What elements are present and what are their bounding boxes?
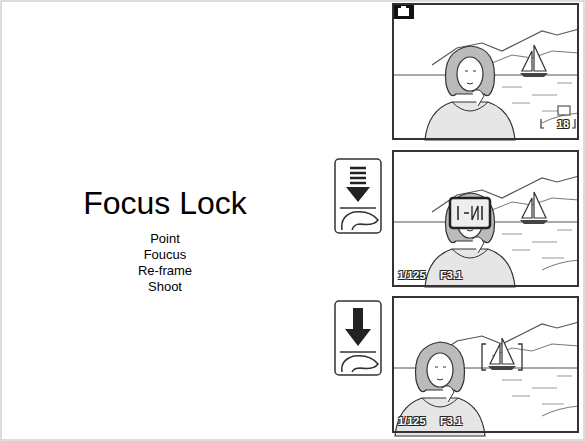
slide-title: Focus Lock bbox=[83, 187, 247, 219]
camera-screen bbox=[482, 344, 522, 370]
full-press-icon bbox=[340, 351, 376, 353]
half-press-icon bbox=[342, 212, 378, 230]
half-press-icon bbox=[335, 159, 381, 233]
camera-screen bbox=[425, 193, 515, 287]
camera-screen bbox=[392, 3, 579, 140]
half-press-icon bbox=[335, 159, 381, 233]
aperture-readout: F3.1 bbox=[440, 270, 462, 281]
camera-screen bbox=[393, 4, 578, 139]
camera-screen bbox=[450, 198, 490, 228]
camera-screen bbox=[392, 3, 414, 19]
camera-screen bbox=[392, 3, 579, 140]
half-press-icon bbox=[340, 207, 376, 209]
camera-screen bbox=[425, 46, 515, 140]
step-text: Foucus bbox=[144, 248, 187, 261]
camera-screen bbox=[393, 297, 578, 432]
shots-remaining: 18 bbox=[557, 119, 569, 130]
step-text: Point bbox=[150, 232, 180, 245]
half-press-icon bbox=[350, 168, 366, 183]
step-text: Shoot bbox=[148, 280, 182, 293]
camera-screen bbox=[393, 151, 578, 286]
camera-screen bbox=[401, 6, 406, 9]
full-press-icon bbox=[353, 308, 363, 330]
camera-screen bbox=[458, 206, 482, 220]
camera-screen bbox=[398, 8, 409, 16]
step-text: Re-frame bbox=[138, 264, 192, 277]
camera-screen bbox=[520, 45, 548, 77]
camera-screen bbox=[392, 296, 579, 436]
full-press-icon bbox=[335, 301, 381, 375]
half-press-icon bbox=[346, 187, 370, 202]
camera-screen bbox=[488, 338, 516, 370]
full-press-icon bbox=[335, 301, 381, 375]
camera-screen bbox=[395, 342, 485, 436]
camera-screen bbox=[392, 150, 579, 287]
aperture-readout: F3.1 bbox=[440, 416, 462, 427]
shutter-readout: 1/125 bbox=[398, 270, 426, 281]
camera-screen bbox=[558, 106, 570, 115]
camera-screen bbox=[464, 206, 478, 220]
shutter-readout: 1/125 bbox=[398, 416, 426, 427]
full-press-icon bbox=[345, 329, 371, 346]
camera-screen bbox=[392, 150, 579, 287]
camera-screen bbox=[520, 192, 548, 224]
full-press-icon bbox=[342, 356, 378, 372]
